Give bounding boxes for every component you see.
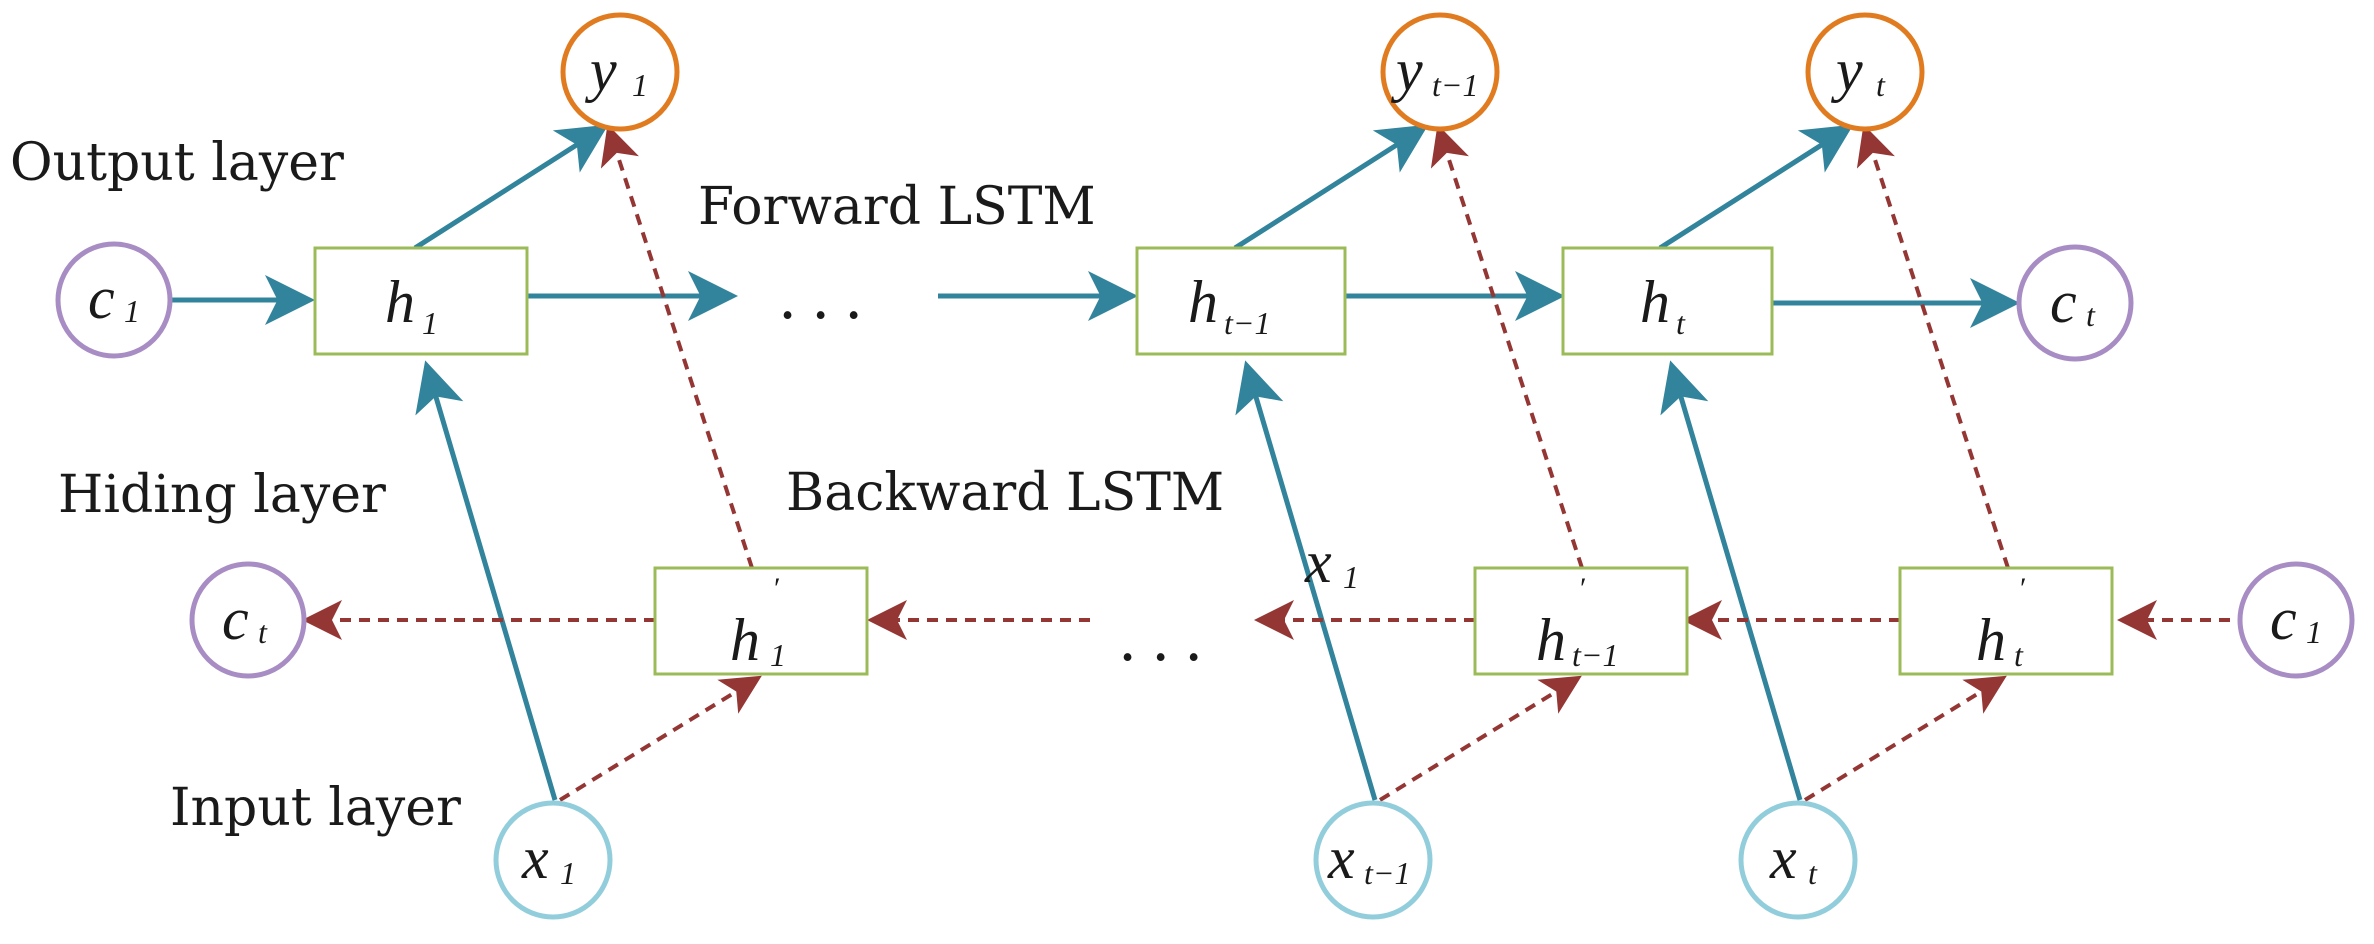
svg-text:1: 1 [1343,559,1359,595]
backward-box-ht-minus-1-prime: h ′ t−1 [1473,566,1689,676]
cell-node-c1-forward: c 1 [55,241,173,359]
label-backward-lstm: Backward LSTM [786,463,1224,523]
arrow-ht-prime-to-yt [1856,124,2010,569]
backward-box-ht-prime: h ′ t [1898,566,2114,676]
input-node-x1: x 1 [493,800,613,920]
svg-text:x: x [1769,825,1797,891]
svg-text:y: y [1390,37,1423,103]
svg-text:′: ′ [774,572,781,605]
label-hiding-layer: Hiding layer [58,465,386,525]
svg-text:h: h [385,269,415,335]
cell-node-ct-backward: c t [189,561,307,679]
arrow-x1-to-h1-prime [558,675,762,802]
svg-text:t−1: t−1 [1572,637,1618,673]
label-output-layer: Output layer [10,133,344,193]
svg-text:1: 1 [2306,614,2322,650]
svg-text:t: t [258,614,268,650]
arrow-x1-to-h1 [415,360,558,801]
input-node-xt: x t [1738,800,1858,920]
forward-box-ht-minus-1: h t−1 [1135,246,1347,356]
arrow-xt-1-to-ht-1-prime [1378,675,1582,802]
backward-box-h1-prime: h ′ 1 [653,566,869,676]
svg-text:h: h [1640,269,1670,335]
arrow-h1-prime-to-y1 [600,124,754,569]
svg-text:x: x [1327,825,1355,891]
svg-text:h: h [1976,607,2006,673]
svg-text:1: 1 [124,293,140,329]
svg-text:h: h [730,607,760,673]
output-node-yt-minus-1: y t−1 [1380,12,1500,132]
cell-node-ct-forward: c t [2016,244,2134,362]
arrow-h1-to-y1 [413,124,609,251]
arrow-ht-to-yt [1658,124,1854,251]
svg-text:t−1: t−1 [1432,67,1478,103]
label-forward-lstm: Forward LSTM [698,177,1096,237]
arrow-ht-1-to-yt-1 [1233,124,1429,251]
arrow-xt-to-ht [1660,360,1803,801]
svg-text:1: 1 [422,305,438,341]
svg-text:t−1: t−1 [1224,305,1270,341]
stray-x1-label: x 1 [1304,529,1359,595]
svg-text:h: h [1188,269,1218,335]
arrow-ht-1-prime-to-yt-1 [1430,124,1584,569]
svg-text:′: ′ [1580,572,1587,605]
svg-text:t: t [1876,67,1886,103]
svg-text:y: y [584,37,617,103]
arrow-xt-to-ht-prime [1803,675,2007,802]
ellipsis-forward: ... [778,263,877,333]
forward-arrows [170,124,2020,801]
svg-text:1: 1 [560,855,576,891]
svg-text:x: x [1304,529,1332,595]
svg-text:h: h [1536,607,1566,673]
svg-text:y: y [1830,37,1863,103]
label-input-layer: Input layer [170,778,461,838]
svg-text:′: ′ [2020,572,2027,605]
svg-text:t: t [1676,305,1686,341]
output-node-y1: y 1 [560,12,680,132]
input-node-xt-minus-1: x t−1 [1313,800,1433,920]
svg-text:t: t [2014,637,2024,673]
svg-text:c: c [2050,269,2077,335]
svg-text:t−1: t−1 [1364,855,1410,891]
svg-text:t: t [1808,855,1818,891]
arrow-xt-1-to-ht-1 [1235,360,1378,801]
svg-text:c: c [2270,586,2297,652]
ellipsis-backward: ... [1118,605,1217,675]
svg-text:x: x [521,825,549,891]
svg-text:1: 1 [632,67,648,103]
svg-text:t: t [2086,297,2096,333]
backward-arrows [302,124,2230,802]
cell-node-c1-backward: c 1 [2237,561,2355,679]
svg-text:c: c [222,586,249,652]
output-node-yt: y t [1805,12,1925,132]
forward-box-h1: h 1 [313,246,529,356]
svg-text:1: 1 [770,637,786,673]
svg-text:c: c [88,265,115,331]
forward-box-ht: h t [1561,246,1774,356]
